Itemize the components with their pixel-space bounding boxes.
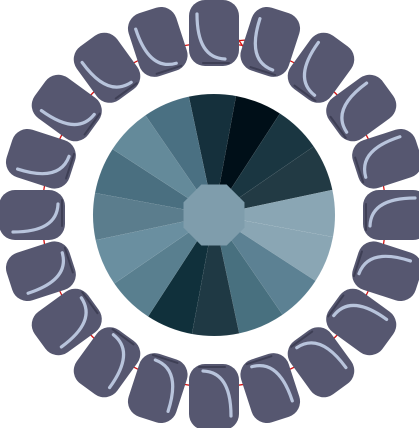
hub-octagon: [184, 185, 245, 246]
hub: [184, 185, 245, 246]
ring-button-11[interactable]: [189, 364, 239, 428]
ring-button-6[interactable]: [363, 190, 419, 240]
ring-button-16[interactable]: [0, 190, 65, 240]
ring-button-1[interactable]: [189, 0, 239, 66]
